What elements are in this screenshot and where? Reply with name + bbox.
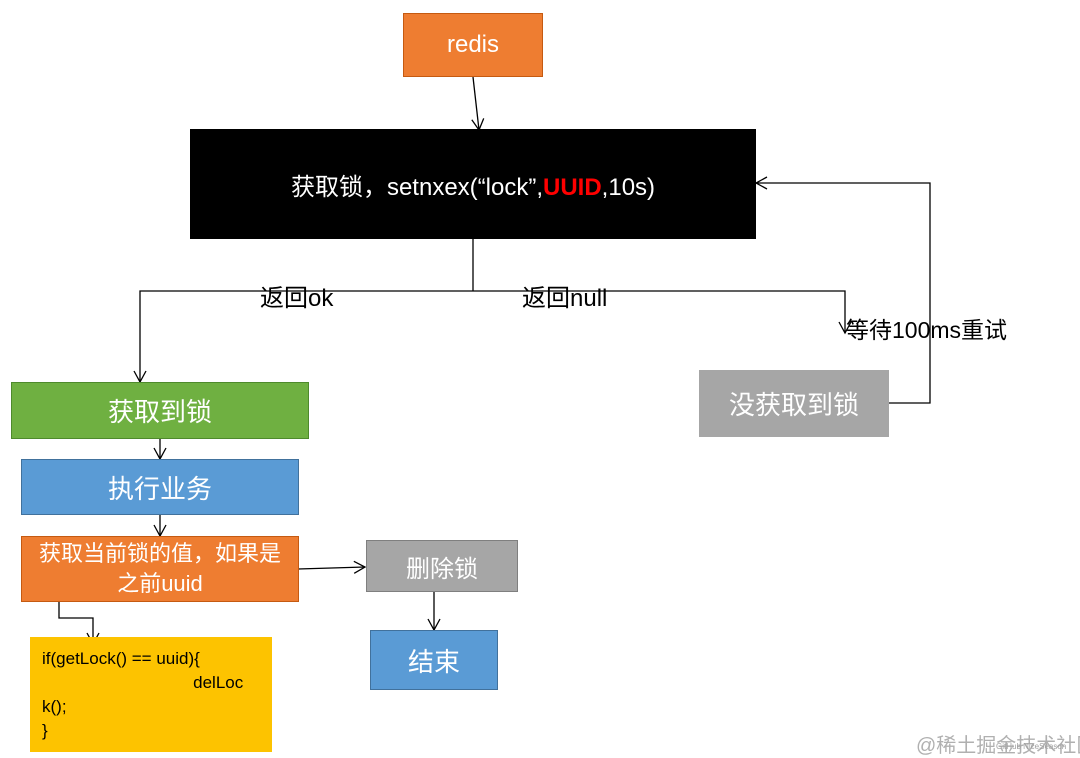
acquire-lock-uuid: UUID <box>543 173 602 201</box>
arrow-redis-to-acquire <box>471 76 485 132</box>
delete-lock-label: 删除锁 <box>406 555 478 583</box>
arrow-check-to-code <box>58 601 100 646</box>
watermark-sub: GitHub NiceSeason <box>996 742 1067 751</box>
no-lock-node: 没获取到锁 <box>699 370 889 437</box>
code-snippet: if(getLock() == uuid){ delLoc k(); } <box>30 637 272 752</box>
edge-label-return-null: 返回null <box>522 285 608 312</box>
code-line: k(); <box>42 697 67 716</box>
code-line: } <box>42 721 48 740</box>
end-label: 结束 <box>407 646 460 677</box>
no-lock-label: 没获取到锁 <box>728 390 859 420</box>
got-lock-label: 获取到锁 <box>107 397 212 427</box>
watermark: @稀土掘金技术社区 <box>916 735 1080 757</box>
execute-node: 执行业务 <box>21 459 299 515</box>
check-value-node: 获取当前锁的值，如果是之前uuid <box>21 536 299 602</box>
redis-node: redis <box>403 13 543 77</box>
check-value-label: 获取当前锁的值，如果是之前uuid <box>38 541 281 596</box>
code-line: delLoc <box>42 673 244 692</box>
arrow-check-to-delete <box>297 560 367 574</box>
redis-label: redis <box>446 31 500 58</box>
edge-label-wait-retry: 等待100ms重试 <box>846 317 1008 343</box>
code-line: if(getLock() == uuid){ <box>42 649 200 668</box>
acquire-lock-label: 获取锁，setnxex(“lock”,UUID,10s) <box>291 167 655 202</box>
acquire-lock-prefix: 获取锁，setnxex(“lock”, <box>290 173 543 201</box>
arrow-return-ok <box>133 290 473 384</box>
end-node: 结束 <box>370 630 498 690</box>
acquire-lock-node: 获取锁，setnxex(“lock”,UUID,10s) <box>190 129 756 239</box>
edge-label-return-ok: 返回ok <box>260 285 334 312</box>
acquire-lock-suffix: ,10s) <box>601 173 656 201</box>
arrow-retry-loop <box>754 176 931 404</box>
got-lock-node: 获取到锁 <box>11 382 309 439</box>
execute-label: 执行业务 <box>107 473 212 504</box>
arrow-return-null <box>473 290 852 335</box>
delete-lock-node: 删除锁 <box>366 540 518 592</box>
